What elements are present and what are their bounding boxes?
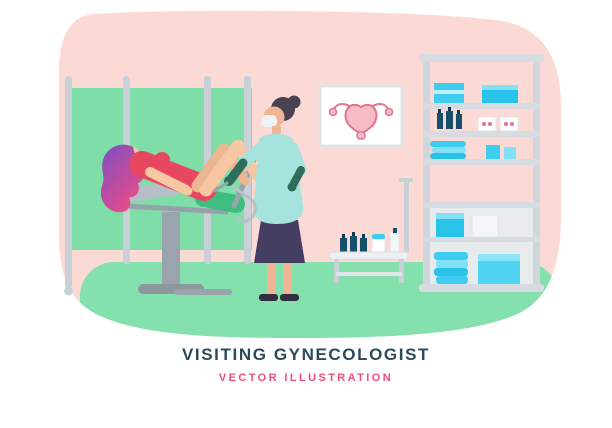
doctor-glove-left [289,166,305,189]
medicine-bottle [340,238,347,252]
towel-stack-layer [434,252,468,260]
doctor-skirt [254,220,305,263]
chair-column [162,212,180,286]
pill-box-dot [510,122,514,126]
patient-hand [183,186,193,196]
caption: VISITING GYNECOLOGIST VECTOR ILLUSTRATIO… [0,345,612,384]
bottle-cap [362,234,365,238]
shelf-board [423,237,540,242]
medicine-bottle [350,236,357,252]
supply-box-lid [436,213,464,219]
towel-stack-layer [432,147,466,153]
bottle-cap [438,109,441,113]
doctor-leg [267,260,276,294]
patient-chest [154,152,170,168]
towel-stack-layer [436,276,468,284]
patient-arm [145,167,191,195]
pill-box-dot [504,122,508,126]
towel-stack-layer [430,141,466,147]
storage-bin-lid [478,254,520,261]
supply-box-stripe [434,90,464,94]
face-mask [261,115,277,127]
shelf-board [423,103,540,109]
gynecologist [212,95,307,301]
shelf-board [419,54,544,62]
cream-jar-cap [372,234,385,239]
shelf-post [423,58,430,292]
medicine-table [329,178,413,283]
towel-stack-layer [430,153,466,159]
speculum-instrument [212,181,229,193]
medicine-bottle [446,111,453,129]
medicine-bottle [456,114,462,129]
uterus-icon [328,103,394,140]
doctor-leg [283,260,292,294]
table-lower-shelf [336,272,402,276]
cervix [356,131,366,140]
medicine-bottle [360,238,367,252]
doctor-shoe [280,294,299,301]
chair-footbar [174,289,232,295]
shelf-board [423,159,540,165]
bottle-cap [393,228,397,233]
illustration-title: VISITING GYNECOLOGIST [181,345,430,364]
table-leg [399,259,404,283]
pill-box [499,116,519,132]
iv-pole-cap [399,178,413,182]
pill-box-dot [482,122,486,126]
doctor-glove-right [226,158,248,184]
supply-cube [504,147,516,159]
screen-pole [65,76,72,288]
ovary [328,107,338,117]
patient-foot-far [238,174,250,186]
doctor-hair-bun [287,95,301,109]
patient-thigh-far [191,143,231,193]
pill-box-dot [488,122,492,126]
supply-box-lid [482,85,518,90]
doctor-shoe [259,294,278,301]
doctor-hand-left [287,182,297,192]
illustration-subtitle: VECTOR ILLUSTRATION [218,372,394,384]
uterus-poster [318,84,404,148]
patient-thigh-near [199,139,245,197]
pole-foot [64,286,73,296]
bottle-cap [342,234,345,238]
table-top [329,251,409,260]
instrument-tube [230,183,257,223]
doctor-neck [272,126,281,136]
tall-bottle [389,231,400,253]
bottle-cap [457,110,460,114]
shelf-post [533,58,540,292]
table-leg [334,259,339,283]
ovary [384,107,394,117]
shelf-board [423,131,540,137]
shelf-board [419,284,544,292]
towel-stack-layer [434,268,468,276]
supply-box [471,214,499,238]
supply-cube [486,145,500,159]
pill-box [477,116,497,132]
bottle-cap [352,232,355,236]
cream-jar [371,237,386,253]
bottle-cap [448,107,451,111]
medicine-bottle [437,113,443,129]
shelf-board [423,202,540,208]
iv-pole [404,180,409,252]
supply-shelf [419,54,544,292]
chair-frame-bar [125,203,229,215]
towel-stack-layer [436,260,468,268]
